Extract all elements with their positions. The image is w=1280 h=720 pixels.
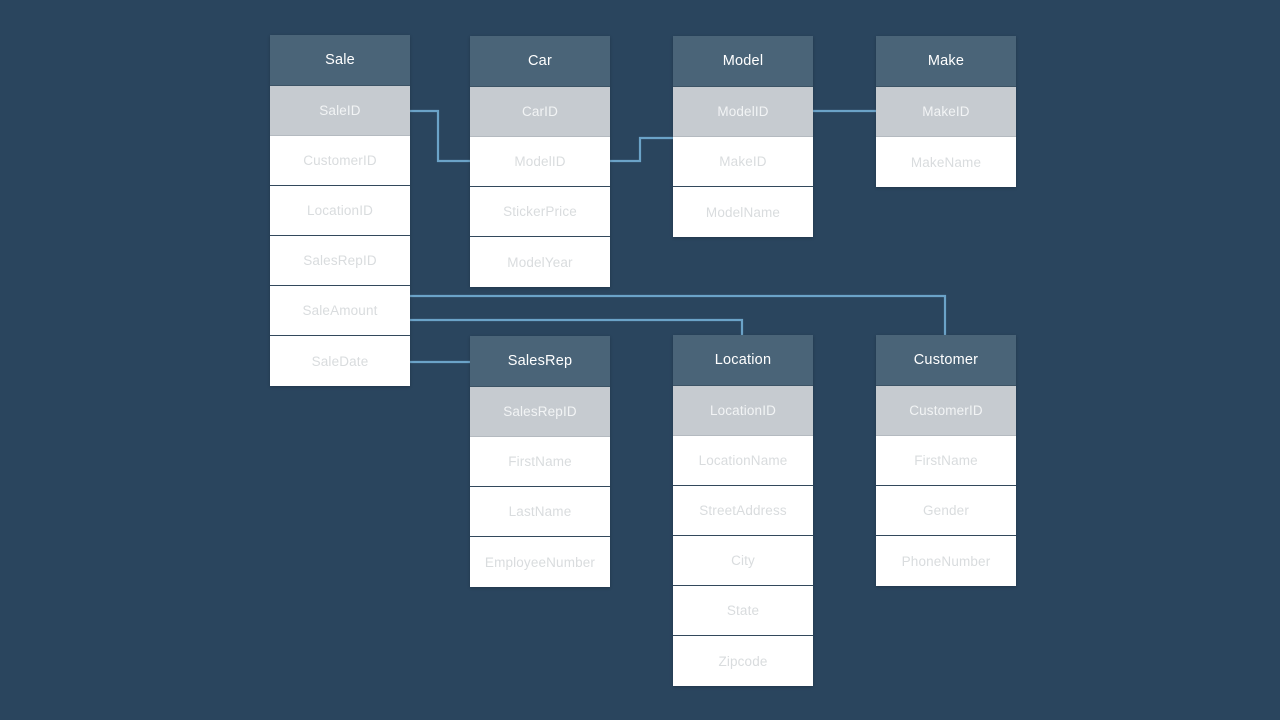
attribute-row[interactable]: City	[673, 536, 813, 586]
attribute-row[interactable]: MakeID	[673, 137, 813, 187]
attribute-row[interactable]: State	[673, 586, 813, 636]
attribute-row[interactable]: FirstName	[876, 436, 1016, 486]
attribute-row[interactable]: LocationID	[270, 186, 410, 236]
entity-title-location: Location	[673, 335, 813, 386]
attribute-row[interactable]: PhoneNumber	[876, 536, 1016, 586]
attribute-row-primary-key[interactable]: SaleID	[270, 86, 410, 136]
attribute-row-primary-key[interactable]: MakeID	[876, 87, 1016, 137]
attribute-row[interactable]: ModelYear	[470, 237, 610, 287]
entity-title-sale: Sale	[270, 35, 410, 86]
relationship-line-sale-car	[410, 109, 470, 163]
attribute-row-primary-key[interactable]: SalesRepID	[470, 387, 610, 437]
entity-title-model: Model	[673, 36, 813, 87]
attribute-row[interactable]: ModelName	[673, 187, 813, 237]
attribute-row[interactable]: EmployeeNumber	[470, 537, 610, 587]
relationship-line-car-model	[610, 136, 673, 163]
entity-title-car: Car	[470, 36, 610, 87]
entity-title-salesrep: SalesRep	[470, 336, 610, 387]
attribute-row[interactable]: SaleAmount	[270, 286, 410, 336]
attribute-row[interactable]: CustomerID	[270, 136, 410, 186]
attribute-row[interactable]: FirstName	[470, 437, 610, 487]
attribute-row[interactable]: Zipcode	[673, 636, 813, 686]
attribute-row[interactable]: MakeName	[876, 137, 1016, 187]
attribute-row[interactable]: SalesRepID	[270, 236, 410, 286]
attribute-row-primary-key[interactable]: LocationID	[673, 386, 813, 436]
entity-title-customer: Customer	[876, 335, 1016, 386]
attribute-row[interactable]: StickerPrice	[470, 187, 610, 237]
attribute-row[interactable]: ModelID	[470, 137, 610, 187]
attribute-row[interactable]: StreetAddress	[673, 486, 813, 536]
attribute-row-primary-key[interactable]: CarID	[470, 87, 610, 137]
relationship-line-sale-location	[410, 318, 744, 335]
relationship-line-sale-customer	[410, 294, 947, 335]
attribute-row[interactable]: LocationName	[673, 436, 813, 486]
attribute-row[interactable]: LastName	[470, 487, 610, 537]
attribute-row-primary-key[interactable]: CustomerID	[876, 386, 1016, 436]
attribute-row[interactable]: Gender	[876, 486, 1016, 536]
entity-title-make: Make	[876, 36, 1016, 87]
attribute-row-primary-key[interactable]: ModelID	[673, 87, 813, 137]
attribute-row[interactable]: SaleDate	[270, 336, 410, 386]
